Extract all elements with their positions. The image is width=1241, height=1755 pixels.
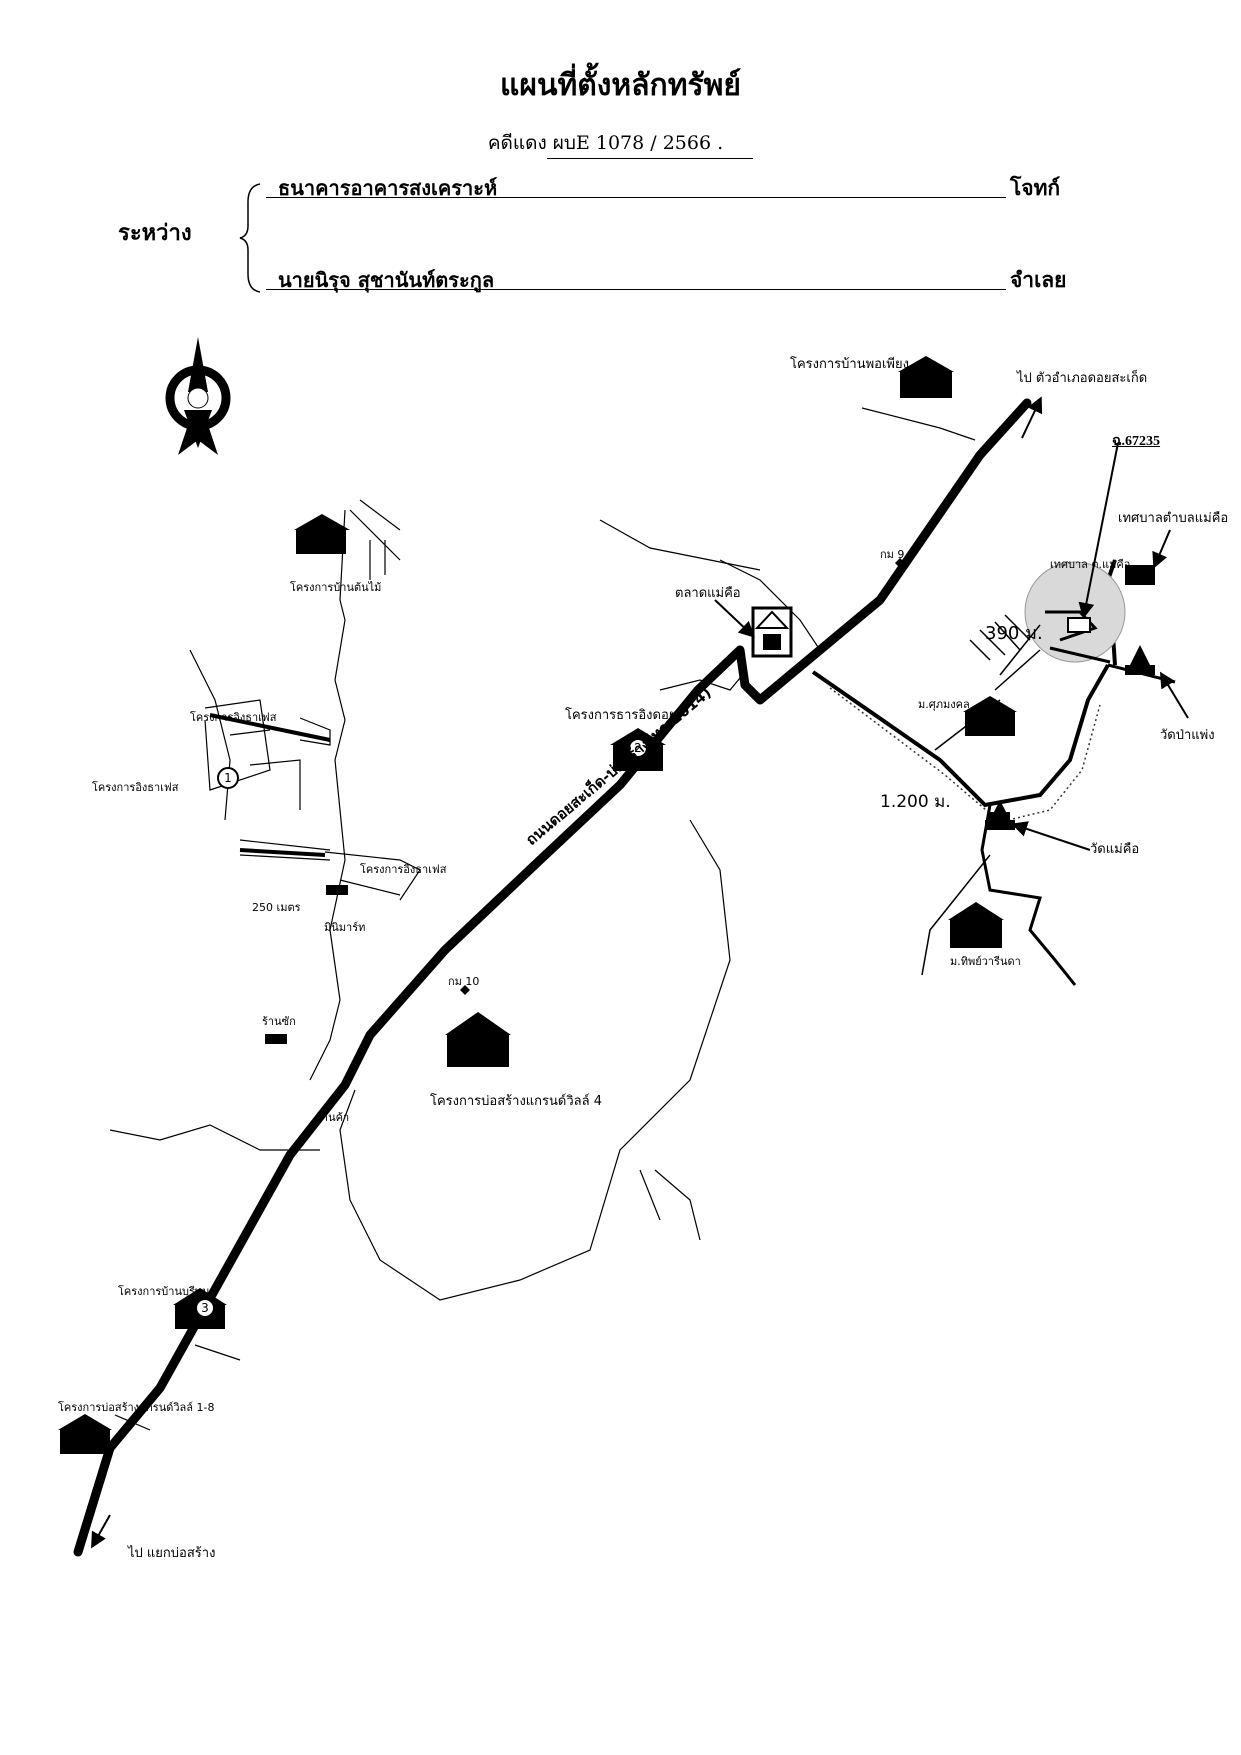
- label-to-district: ไป ตัวอำเภอดอยสะเก็ด: [1017, 371, 1148, 386]
- label-minimart: มินิมาร์ท: [324, 921, 366, 934]
- case-label: คดีแดง: [487, 132, 547, 154]
- label-wat-pa-phaeng: วัดป่าแพ่ง: [1160, 728, 1215, 743]
- label-municipality: เทศบาลตำบลแม่คือ: [1118, 511, 1229, 526]
- label-market: ตลาดแม่คือ: [675, 586, 741, 601]
- defendant-role: จำเลย: [1010, 267, 1067, 292]
- between-label: ระหว่าง: [118, 220, 192, 246]
- label-distance-1200: 1.200 ม.: [880, 792, 951, 812]
- label-arsa-top: โครงการอิงธาเฟส: [190, 711, 277, 724]
- branch-road: [811, 664, 1110, 808]
- road-south: [980, 804, 1077, 986]
- plaintiff-name: ธนาคารอาคารสงเคราะห์: [278, 176, 498, 200]
- label-grand-18: โครงการบ่อสร้างแกรนด์วิลล์ 1-8: [58, 1401, 215, 1414]
- label-to-bo-sang: ไป แยกบ่อสร้าง: [128, 1546, 216, 1561]
- label-suk-mongkol: ม.ศุภมงคล: [918, 698, 970, 711]
- plot-road-2: [1049, 646, 1111, 664]
- road-sw: [921, 854, 991, 976]
- label-grand-4: โครงการบ่อสร้างแกรนด์วิลล์ 4: [430, 1094, 602, 1109]
- label-distance-390: 390 ม.: [985, 623, 1043, 644]
- label-pho-phiang: โครงการบ้านพอเพียง: [790, 357, 909, 372]
- km-marker-icon: [460, 558, 905, 995]
- brace-icon: [239, 183, 261, 293]
- route-dotted: [829, 687, 1101, 823]
- case-number: ผบE 1078 / 2566 .: [546, 128, 754, 159]
- label-bua-sri: โครงการบ้านบุรีพนา: [118, 1285, 216, 1298]
- plaintiff-underline: [266, 197, 1006, 198]
- project-2-badge: 2: [634, 741, 642, 755]
- project-3-badge: 3: [201, 1301, 209, 1315]
- label-muni-sign: เทศบาล ต.แม่คือ: [1050, 558, 1131, 571]
- house-icon: [58, 356, 1155, 1454]
- project-number-badges: 1 2 3: [195, 738, 648, 1318]
- plaintiff-role: โจทก์: [1010, 175, 1061, 200]
- deed-number: ฉ.67235: [1112, 434, 1161, 449]
- main-highway: [73, 398, 1032, 1557]
- defendant-underline: [266, 289, 1006, 290]
- arrow-icon: [91, 396, 1189, 1549]
- label-arsa-left: โครงการอิงธาเฟส: [92, 781, 179, 794]
- page-title: แผนที่ตั้งหลักทรัพย์: [500, 68, 741, 103]
- label-arsa-mid: โครงการอิงธาเฟส: [360, 863, 447, 876]
- label-dist-250: 250 เมตร: [252, 901, 301, 914]
- plot-marker: [1067, 617, 1091, 633]
- label-ban-ton-mai: โครงการบ้านต้นไม้: [290, 581, 382, 594]
- label-than-ing-doi: โครงการธารอิงดอย: [565, 708, 677, 723]
- minor-roads: [109, 407, 976, 1431]
- market-icon: [751, 606, 793, 658]
- label-km10: กม 10: [448, 975, 480, 988]
- compass-icon: [165, 337, 231, 455]
- label-km9: กม 9: [880, 548, 905, 561]
- label-laundry: ร้านซัก: [262, 1015, 296, 1028]
- defendant-name: นายนิรุจ สุชานันท์ตระกูล: [278, 268, 495, 292]
- label-shop: ร้านค้า: [316, 1111, 350, 1124]
- label-wat-mae-khue: วัดแม่คือ: [1090, 842, 1140, 857]
- case-number-line: คดีแดงผบE 1078 / 2566 .: [0, 128, 1241, 159]
- label-thip-wari: ม.ทิพย์วารีนดา: [950, 955, 1021, 968]
- temple-icon: [985, 645, 1155, 830]
- project-1-badge: 1: [224, 771, 232, 785]
- project-roads: [209, 713, 331, 857]
